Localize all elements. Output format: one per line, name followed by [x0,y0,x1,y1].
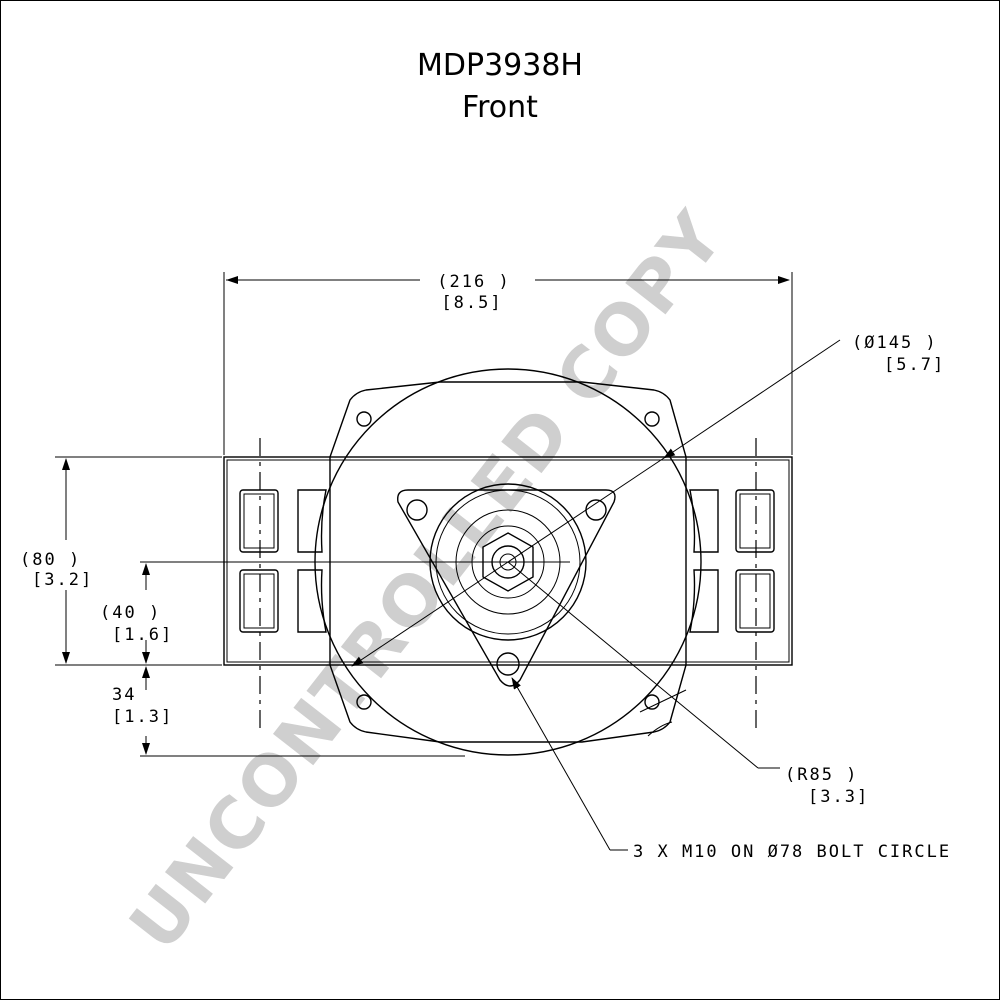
model-title: MDP3938H [417,48,583,83]
plate-bolt-holes [406,499,607,676]
radius-leader [507,561,780,769]
bolt-circle-note: 3 X M10 ON Ø78 BOLT CIRCLE [633,842,951,862]
bottom-dim-in: [1.3] [112,707,173,727]
width-dim-in: [8.5] [441,293,502,313]
height-dim-in: [3.2] [32,570,93,590]
slots-left [239,489,327,633]
view-title: Front [462,90,538,125]
triangle-plate [397,489,616,687]
ear-bolt-holes [356,411,660,710]
center-dim-in: [1.6] [112,625,173,645]
mounting-bar [223,456,793,666]
radius-dim-mm: (R85 ) [785,765,858,785]
diameter-dim-mm: (Ø145 ) [852,333,938,353]
height-dimension [55,456,465,757]
diameter-dim-in: [5.7] [884,355,945,375]
width-dim-mm: (216 ) [437,272,510,292]
radius-dim-in: [3.3] [808,787,869,807]
height-dim-mm: (80 ) [20,550,81,570]
bottom-dim-mm: 34 [112,685,136,705]
flange-outline [329,381,687,743]
slots-right [689,489,775,633]
bolt-circle-leader [511,677,628,851]
center-dim-mm: (40 ) [100,603,161,623]
width-dimension [223,272,793,455]
